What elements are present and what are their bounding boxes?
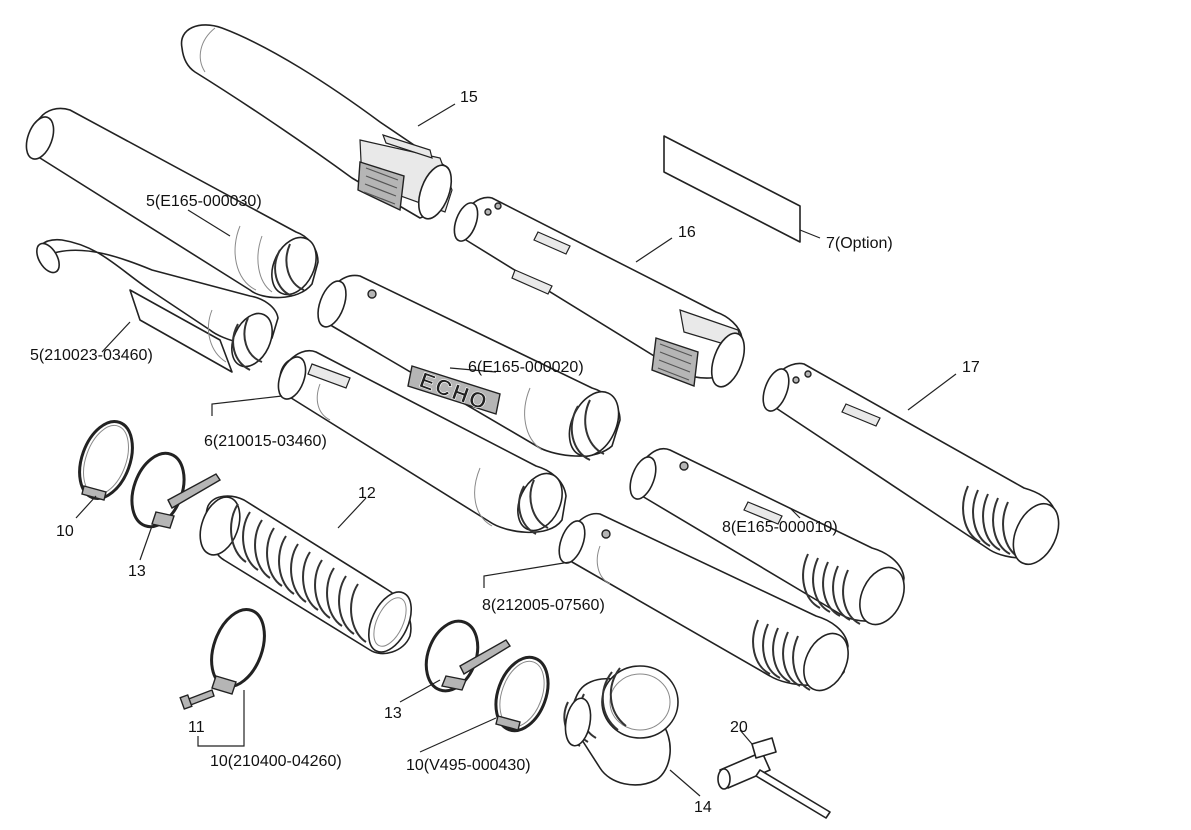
callout-13-upper: 13 — [128, 563, 146, 580]
part-6-210015-tube — [277, 349, 567, 535]
part-5-e165-tube — [25, 107, 319, 299]
callout-16: 16 — [678, 224, 696, 241]
callout-11: 11 — [188, 719, 205, 736]
callout-8-212005: 8(212005-07560) — [482, 597, 605, 614]
part-8-e165-tube — [629, 447, 905, 626]
part-12-bellows — [199, 495, 412, 655]
callout-17: 17 — [962, 359, 980, 376]
part-5-210023-tube — [36, 238, 279, 373]
callout-14: 14 — [694, 799, 712, 816]
leader-lines — [75, 103, 957, 797]
part-14-elbow — [563, 665, 679, 786]
callout-20: 20 — [730, 719, 748, 736]
part-10-clamp-upper — [78, 420, 134, 501]
part-16-tube — [453, 196, 746, 388]
part-13-clamp-lower — [424, 619, 511, 693]
callout-5-e165: 5(E165-000030) — [146, 193, 262, 210]
callout-10-v495: 10(V495-000430) — [406, 757, 531, 774]
callout-10-upper: 10 — [56, 523, 74, 540]
part-13-clamp-upper — [130, 451, 221, 529]
part-10-clamp-v495 — [494, 655, 550, 733]
part-15-tube — [180, 24, 453, 220]
callout-7-option: 7(Option) — [826, 235, 893, 252]
part-20-wrench — [717, 737, 831, 819]
part-10-clamp-lower — [210, 608, 266, 695]
callout-6-e165: 6(E165-000020) — [468, 359, 584, 376]
callout-15: 15 — [460, 89, 478, 106]
part-6-e165-tube: ECHO — [317, 274, 621, 461]
callout-6-210015: 6(210015-03460) — [204, 433, 327, 450]
callout-10-210400: 10(210400-04260) — [210, 753, 342, 770]
callout-13-lower: 13 — [384, 705, 402, 722]
callout-8-e165: 8(E165-000010) — [722, 519, 838, 536]
callout-12: 12 — [358, 485, 376, 502]
callout-5-210023: 5(210023-03460) — [30, 347, 153, 364]
part-17-nozzle — [762, 362, 1060, 566]
part-11-screw — [179, 689, 215, 710]
part-7-label — [663, 135, 801, 243]
callout-labels: 15 16 17 7(Option) 5(E165-000030) 5(2100… — [30, 89, 980, 816]
